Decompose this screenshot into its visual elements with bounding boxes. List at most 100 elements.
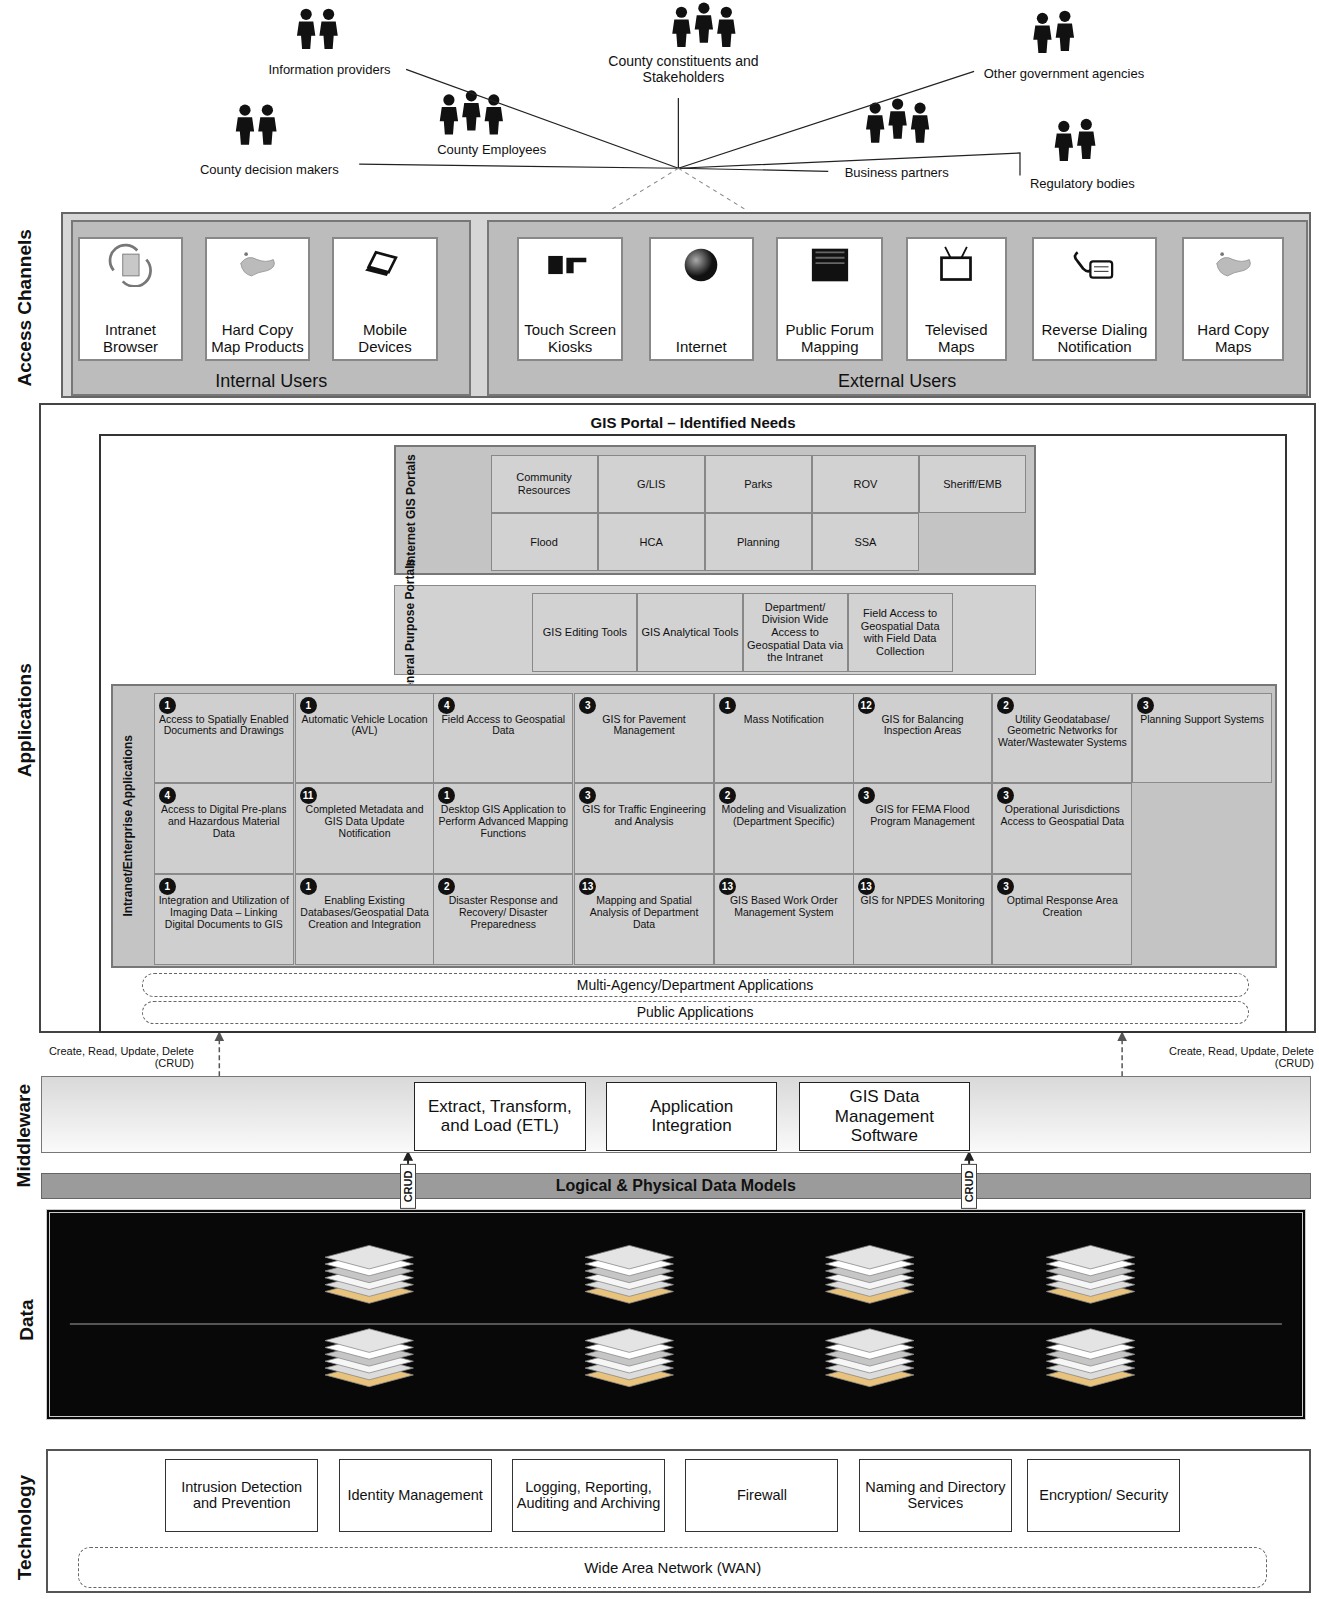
process-box: ROV <box>812 455 919 513</box>
layer-band: TechnologyIntrusion Detection and Preven… <box>46 1449 1311 1594</box>
process-box: Encryption/ Security <box>1027 1459 1180 1532</box>
node-label: Logging, Reporting, Auditing and Archivi… <box>516 1479 661 1512</box>
layer-heading: Access Channels <box>10 211 40 405</box>
channel-icon <box>801 243 859 287</box>
application-cell: 1Integration and Utilization of Imaging … <box>154 874 294 965</box>
application-cell: 2Modeling and Visualization (Department … <box>714 783 854 874</box>
user-group: Internal UsersIntranet BrowserHard Copy … <box>71 220 471 395</box>
process-box: Naming and Directory Services <box>859 1459 1012 1532</box>
node-label: Mass Notification <box>744 714 824 726</box>
node-label: Automatic Vehicle Location (AVL) <box>299 714 431 738</box>
access-channel-box: Mobile Devices <box>332 237 437 361</box>
application-cell: 13GIS Based Work Order Management System <box>714 874 854 965</box>
node-label: GIS for Balancing Inspection Areas <box>857 714 989 738</box>
process-box: Flood <box>491 513 598 571</box>
callout-number: 4 <box>159 787 176 804</box>
channel-icon <box>356 243 414 287</box>
process-box: Firewall <box>685 1459 838 1532</box>
node-label: GIS Analytical Tools <box>641 626 738 639</box>
stakeholder-label: Information providers <box>253 63 406 78</box>
layer-heading: Applications <box>10 405 40 1035</box>
node-label: Mapping and Spatial Analysis of Departme… <box>578 895 710 930</box>
dashed-band: Public Applications <box>142 1001 1249 1024</box>
section-heading: General Purpose Portals <box>397 586 423 672</box>
node-label: GIS for FEMA Flood Program Management <box>857 804 989 828</box>
access-channel-box: Internet <box>649 237 754 361</box>
node-label: Intrusion Detection and Prevention <box>169 1479 314 1512</box>
callout-number: 13 <box>719 878 736 895</box>
dashed-band: Multi-Agency/Department Applications <box>142 973 1249 996</box>
portal-section: Intranet/Enterprise Applications1Access … <box>111 684 1277 968</box>
process-box: GIS Data Management Software <box>799 1082 970 1150</box>
access-channel-box: Public Forum Mapping <box>776 237 883 361</box>
callout-number: 1 <box>300 878 317 895</box>
node-label: GIS Data Management Software <box>803 1087 966 1146</box>
node-label: Public Applications <box>637 1004 754 1020</box>
node-label: Community Resources <box>495 471 594 496</box>
node-label: GIS for Pavement Management <box>578 714 710 738</box>
user-group: External Users Touch Screen Kiosks Interne… <box>487 220 1308 395</box>
callout-number: 13 <box>579 878 596 895</box>
group-label: External Users <box>489 371 1306 392</box>
callout-number: 1 <box>159 697 176 714</box>
node-label: HCA <box>640 536 663 549</box>
dashed-band: Wide Area Network (WAN) <box>78 1547 1266 1588</box>
node-label: Wide Area Network (WAN) <box>584 1559 761 1576</box>
process-box: Parks <box>705 455 812 513</box>
stakeholder-label: County constituents and Stakeholders <box>587 53 781 85</box>
process-box: Field Access to Geospatial Data with Fie… <box>848 593 953 673</box>
node-label: Encryption/ Security <box>1039 1487 1168 1504</box>
callout-number: 1 <box>159 878 176 895</box>
layer-heading: Middleware <box>9 1067 39 1205</box>
callout-number: 2 <box>438 878 455 895</box>
portal-section: General Purpose Portals GIS Editing Tools… <box>394 585 1037 675</box>
application-cell: 3GIS for FEMA Flood Program Management <box>853 783 993 874</box>
callout-number: 11 <box>300 787 317 804</box>
process-box: Community Resources <box>491 455 598 513</box>
access-channel-box: Intranet Browser <box>78 237 182 361</box>
callout-number: 1 <box>719 697 736 714</box>
node-label: GIS Editing Tools <box>543 626 627 639</box>
callout-number: 3 <box>997 787 1014 804</box>
node-label: Modeling and Visualization (Department S… <box>718 804 850 828</box>
callout-number: 3 <box>858 787 875 804</box>
access-channel-box: Hard Copy Map Products <box>205 237 310 361</box>
process-box: HCA <box>598 513 705 571</box>
stakeholder-label: Regulatory bodies <box>1015 177 1150 192</box>
application-cell: 2Disaster Response and Recovery/ Disaste… <box>433 874 573 965</box>
node-label: Mobile Devices <box>337 321 432 356</box>
node-label: Firewall <box>737 1487 787 1504</box>
process-box: GIS Editing Tools <box>532 593 637 673</box>
application-cell: 1Mass Notification <box>714 693 854 784</box>
channel-icon <box>541 243 599 287</box>
stakeholder-label: Other government agencies <box>977 67 1150 82</box>
node-label: Touch Screen Kiosks <box>522 321 618 356</box>
channel-icon <box>1065 243 1123 287</box>
node-label: SSA <box>854 536 876 549</box>
callout-number: 13 <box>858 878 875 895</box>
process-box: Department/ Division Wide Access to Geos… <box>743 593 848 673</box>
application-cell: 2Utility Geodatabase/ Geometric Networks… <box>992 693 1132 784</box>
node-label: Logical & Physical Data Models <box>556 1177 796 1195</box>
crud-note: Create, Read, Update, Delete (CRUD) <box>31 1045 194 1070</box>
process-box: Identity Management <box>339 1459 492 1532</box>
node-label: Utility Geodatabase/ Geometric Networks … <box>996 714 1128 749</box>
application-cell: 1Enabling Existing Databases/Geospatial … <box>295 874 435 965</box>
node-label: Intranet Browser <box>83 321 177 356</box>
process-box: Application Integration <box>606 1082 777 1150</box>
process-box: GIS Analytical Tools <box>637 593 742 673</box>
node-label: GIS Based Work Order Management System <box>718 895 850 919</box>
crud-note: Create, Read, Update, Delete (CRUD) <box>1151 1045 1314 1070</box>
access-channel-box: Hard Copy Maps <box>1182 237 1284 361</box>
stakeholder-label: Business partners <box>831 166 962 181</box>
application-cell: 1Automatic Vehicle Location (AVL) <box>295 693 435 784</box>
layer-band: Data <box>46 1209 1306 1420</box>
callout-number: 1 <box>438 787 455 804</box>
node-label: Integration and Utilization of Imaging D… <box>158 895 290 930</box>
application-cell: 1Desktop GIS Application to Perform Adva… <box>433 783 573 874</box>
node-label: Enabling Existing Databases/Geospatial D… <box>299 895 431 930</box>
process-box: G/LIS <box>598 455 705 513</box>
callout-number: 2 <box>719 787 736 804</box>
node-label: Naming and Directory Services <box>863 1479 1008 1512</box>
callout-number: 3 <box>579 697 596 714</box>
